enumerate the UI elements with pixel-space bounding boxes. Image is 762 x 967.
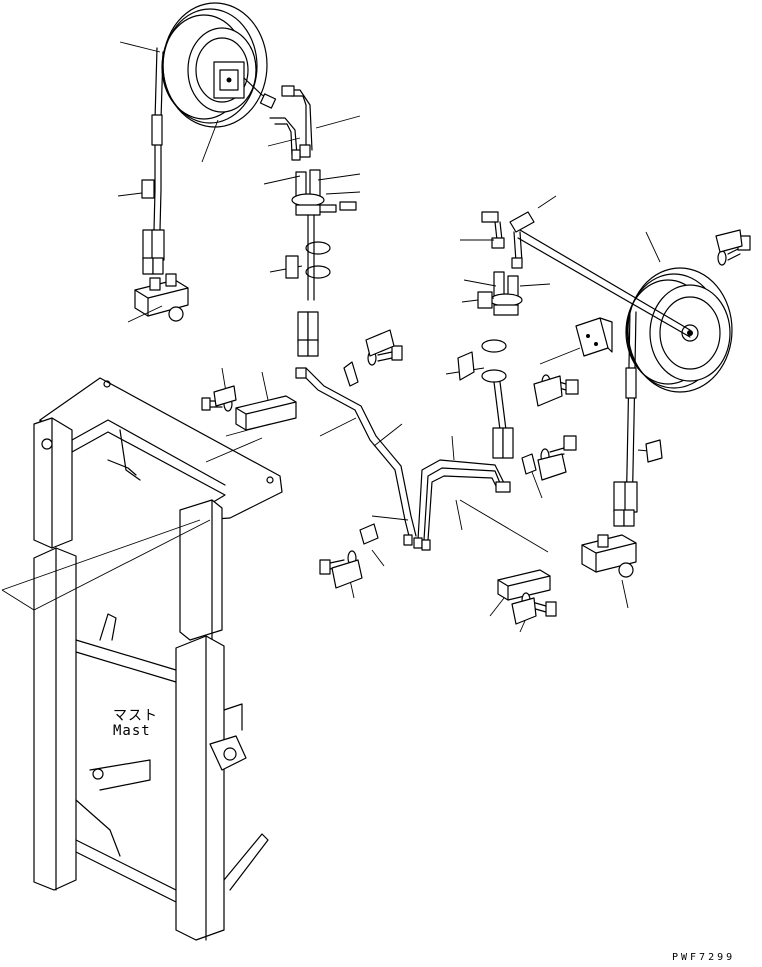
left-hose-reel bbox=[161, 2, 277, 128]
inner-mast bbox=[33, 547, 269, 941]
mast-label-english: Mast bbox=[113, 723, 151, 739]
right-reel-bracket bbox=[575, 317, 613, 357]
left-elbow-fittings bbox=[269, 85, 313, 161]
right-connector-block bbox=[581, 534, 637, 578]
pipe-assembly bbox=[295, 367, 511, 551]
right-clamp-stack bbox=[481, 271, 523, 459]
right-hose-reel bbox=[517, 229, 733, 393]
left-connector-block bbox=[134, 273, 189, 322]
leader-lines bbox=[1, 41, 661, 633]
right-hose bbox=[613, 309, 638, 527]
left-hose bbox=[142, 47, 165, 275]
right-elbow-fittings bbox=[481, 211, 535, 269]
drawing-code: PWF7299 bbox=[672, 952, 736, 963]
clamps bbox=[343, 361, 537, 545]
left-clamp-stack bbox=[291, 169, 337, 357]
callout-flags bbox=[141, 179, 743, 625]
brackets bbox=[235, 395, 551, 601]
mast-label-japanese: マスト bbox=[113, 708, 158, 724]
mast-frame bbox=[33, 377, 283, 641]
